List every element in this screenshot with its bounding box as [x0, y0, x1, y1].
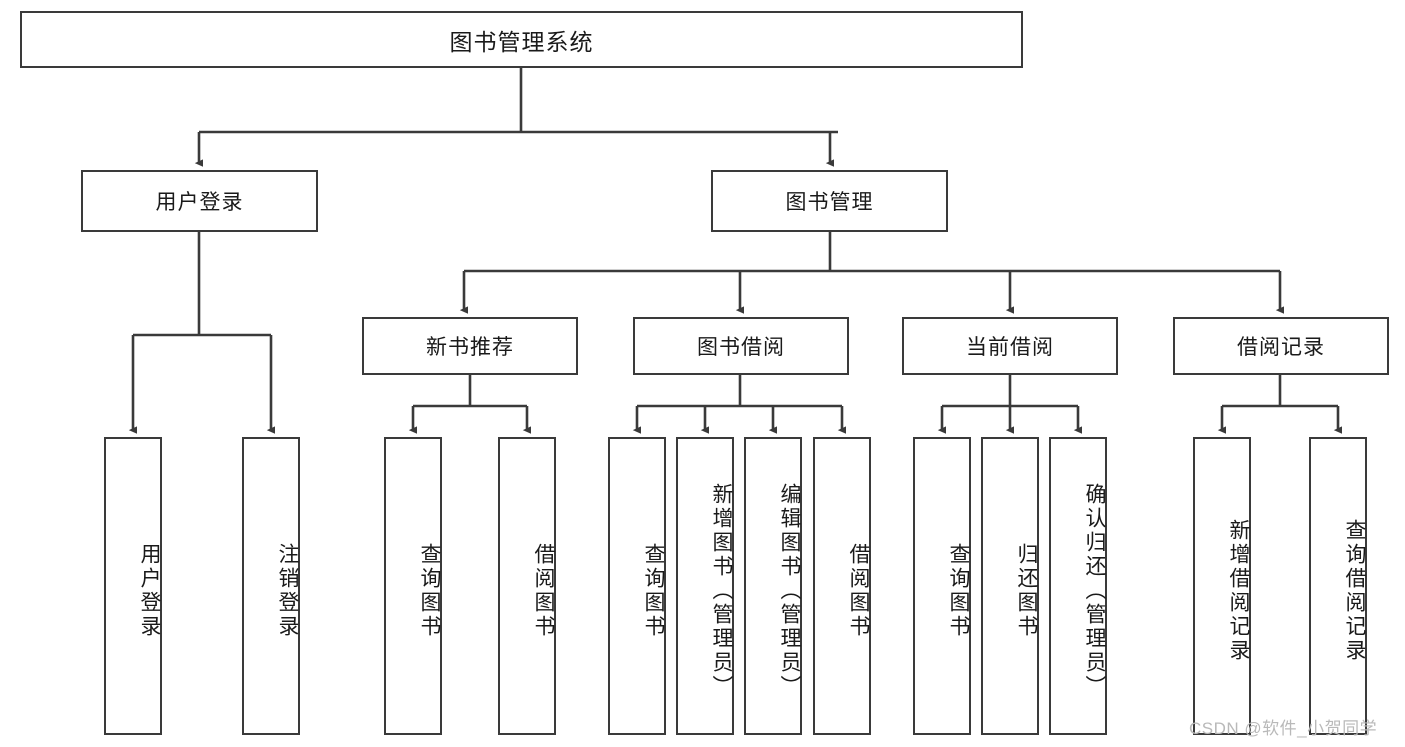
leaf-confirm-return-admin[interactable]: 确认归还（管理员） [1049, 437, 1107, 735]
watermark-text: CSDN @软件_小贺同学 [1189, 719, 1378, 738]
leaf-borrow-book[interactable]: 借阅图书 [813, 437, 871, 735]
node-user-login[interactable]: 用户登录 [81, 170, 318, 232]
leaf-query-borrow-record[interactable]: 查询借阅记录 [1309, 437, 1367, 735]
leaf-return-book[interactable]: 归还图书 [981, 437, 1039, 735]
leaf-logout[interactable]: 注销登录 [242, 437, 300, 735]
leaf-user-login[interactable]: 用户登录 [104, 437, 162, 735]
leaf-query-book-recommend[interactable]: 查询图书 [384, 437, 442, 735]
node-book-management[interactable]: 图书管理 [711, 170, 948, 232]
node-current-borrow[interactable]: 当前借阅 [902, 317, 1118, 375]
leaf-edit-book-admin[interactable]: 编辑图书（管理员） [744, 437, 802, 735]
leaf-add-book-admin[interactable]: 新增图书（管理员） [676, 437, 734, 735]
leaf-query-book-current[interactable]: 查询图书 [913, 437, 971, 735]
leaf-borrow-book-recommend[interactable]: 借阅图书 [498, 437, 556, 735]
node-borrow-record[interactable]: 借阅记录 [1173, 317, 1389, 375]
node-new-book-recommend[interactable]: 新书推荐 [362, 317, 578, 375]
node-root-library-system[interactable]: 图书管理系统 [20, 11, 1023, 68]
leaf-query-book-borrow[interactable]: 查询图书 [608, 437, 666, 735]
leaf-add-borrow-record[interactable]: 新增借阅记录 [1193, 437, 1251, 735]
node-book-borrow[interactable]: 图书借阅 [633, 317, 849, 375]
